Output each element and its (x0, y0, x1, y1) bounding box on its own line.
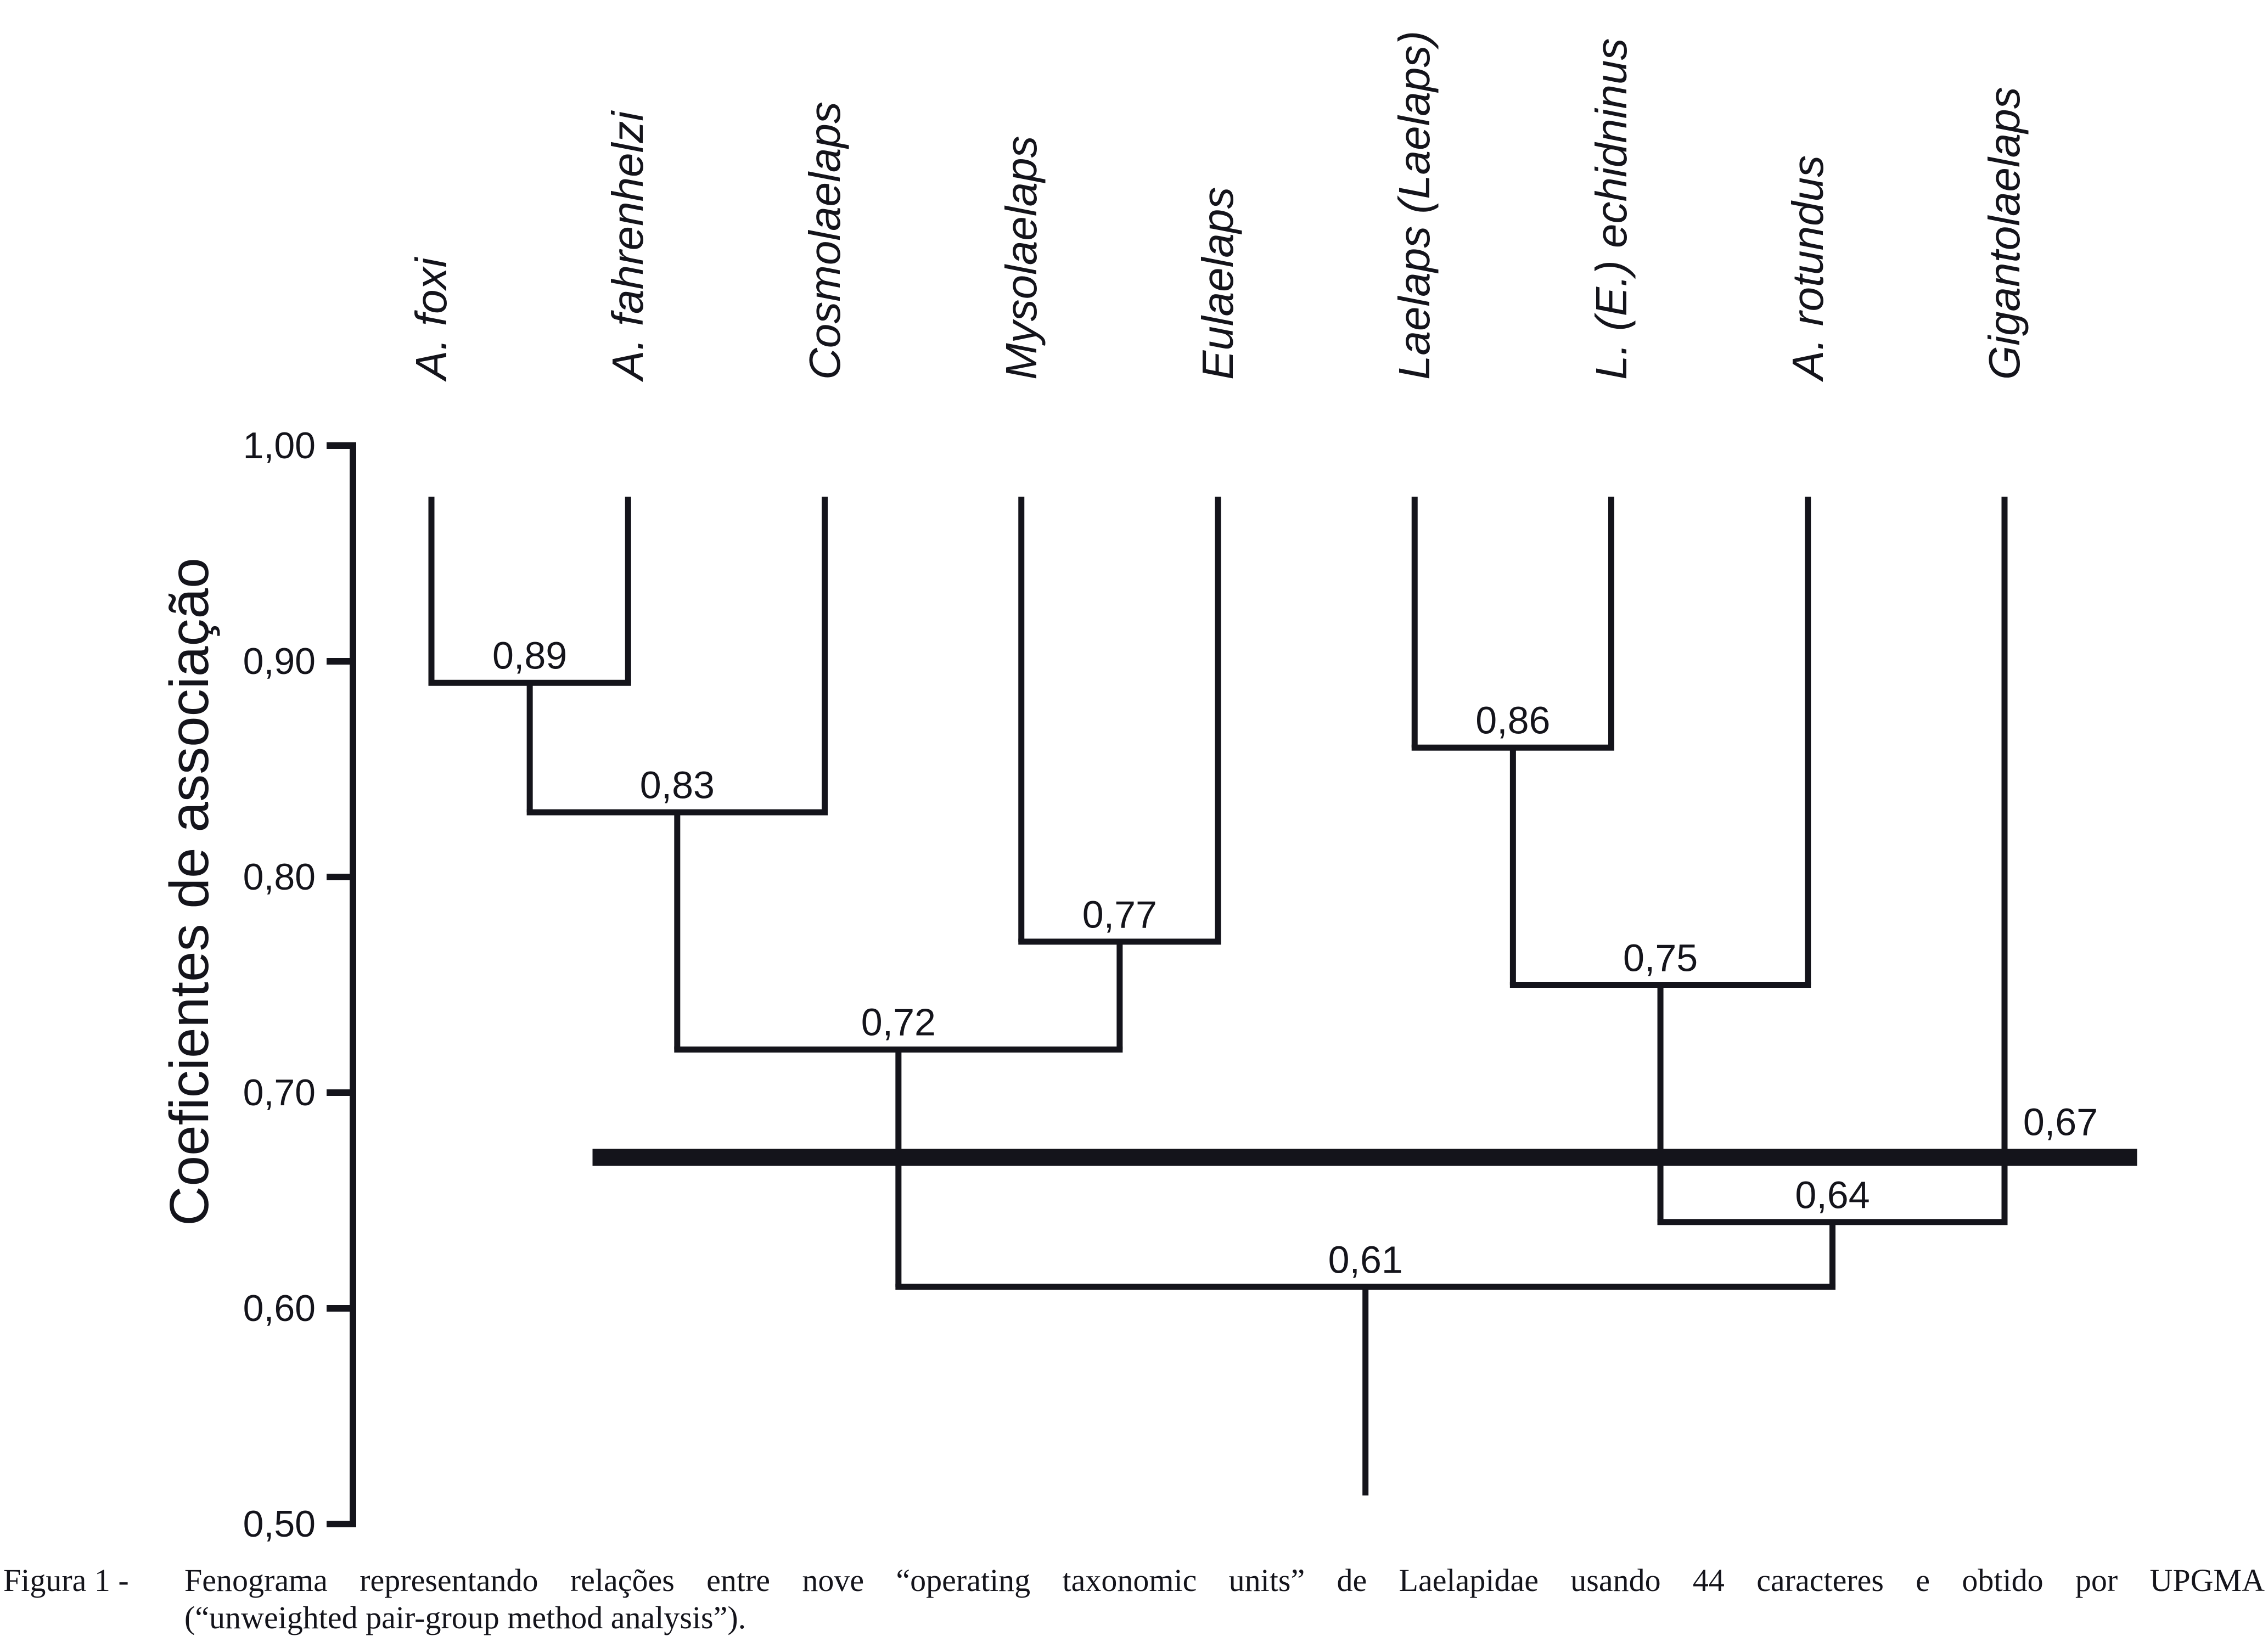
phenon-line (592, 1149, 2137, 1166)
taxon-label: Mysolaelaps (996, 136, 1046, 380)
figure-caption: Figura 1 - Fenograma representando relaç… (3, 1562, 2265, 1637)
taxon-label: Laelaps (Laelaps) (1390, 31, 1439, 380)
merge-coefficient-label: 0,72 (861, 1000, 936, 1044)
merge-coefficient-label: 0,75 (1623, 936, 1698, 979)
axis-tick-label: 0,80 (243, 856, 316, 898)
figure-caption-line2: (“unweighted pair-group method analysis”… (184, 1600, 746, 1635)
taxon-label: Cosmolaelaps (800, 102, 849, 380)
axis-tick-label: 0,50 (243, 1503, 316, 1545)
merge-coefficient-label: 0,89 (492, 634, 568, 677)
merge-coefficient-label: 0,83 (639, 763, 715, 807)
figure-caption-text: Fenograma representando relações entre n… (184, 1562, 2265, 1637)
axis-tick-label: 0,60 (243, 1287, 316, 1329)
merge-coefficient-label: 0,61 (1328, 1238, 1403, 1281)
taxon-label: A. rotundus (1783, 155, 1832, 380)
merge-coefficient-label: 0,77 (1082, 893, 1157, 936)
axis-tick-label: 0,90 (243, 640, 316, 682)
taxon-label: L. (E.) echidninus (1586, 38, 1636, 380)
taxon-label: A. fahrenhelzi (603, 111, 653, 380)
axis-tick-label: 0,70 (243, 1072, 316, 1114)
merge-coefficient-label: 0,64 (1795, 1173, 1870, 1217)
merge-coefficient-label: 0,86 (1475, 699, 1551, 742)
figure-caption-line1: Fenograma representando relações entre n… (184, 1562, 2265, 1598)
taxon-label: Eulaelaps (1193, 187, 1242, 380)
phenon-line-label: 0,67 (2023, 1100, 2098, 1144)
taxon-label: Gigantolaelaps (1980, 87, 2029, 380)
axis-tick-label: 1,00 (243, 425, 316, 466)
figure-caption-number: Figura 1 - (3, 1562, 129, 1598)
taxon-label: A. foxi (407, 257, 456, 380)
